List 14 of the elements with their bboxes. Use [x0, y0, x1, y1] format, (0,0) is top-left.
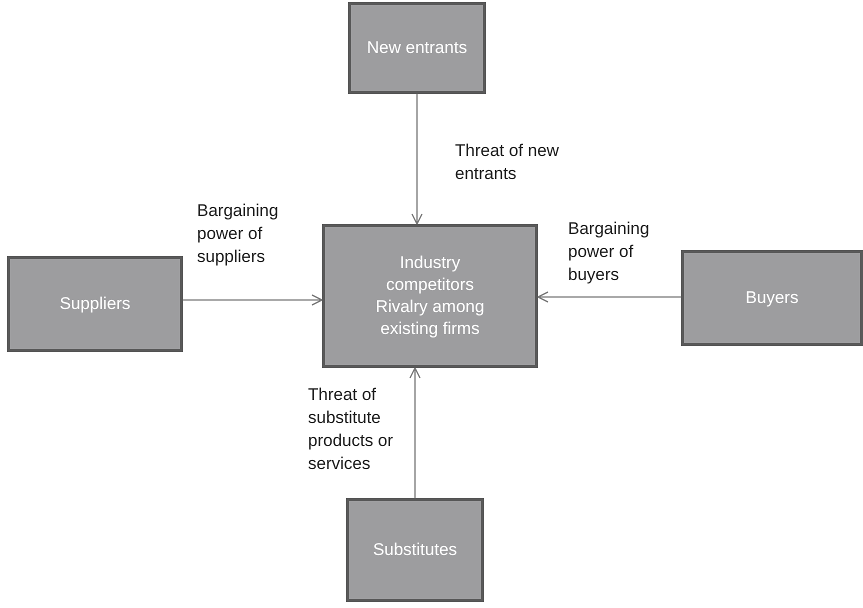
process-box — [348, 2, 486, 94]
process-box — [681, 250, 863, 346]
arrow — [411, 94, 423, 225]
box-label: Industry competitors Rivalry among existing firms — [374, 252, 486, 340]
box-label: Substitutes — [372, 538, 458, 561]
process-box — [346, 498, 484, 602]
arrow — [537, 291, 681, 303]
box-label: Suppliers — [60, 292, 130, 315]
box-label: Buyers — [746, 286, 798, 309]
box-label: New entrants — [366, 36, 468, 59]
arrow — [409, 367, 421, 498]
process-box — [7, 256, 183, 352]
arrow — [183, 294, 323, 306]
process-box — [322, 224, 538, 368]
